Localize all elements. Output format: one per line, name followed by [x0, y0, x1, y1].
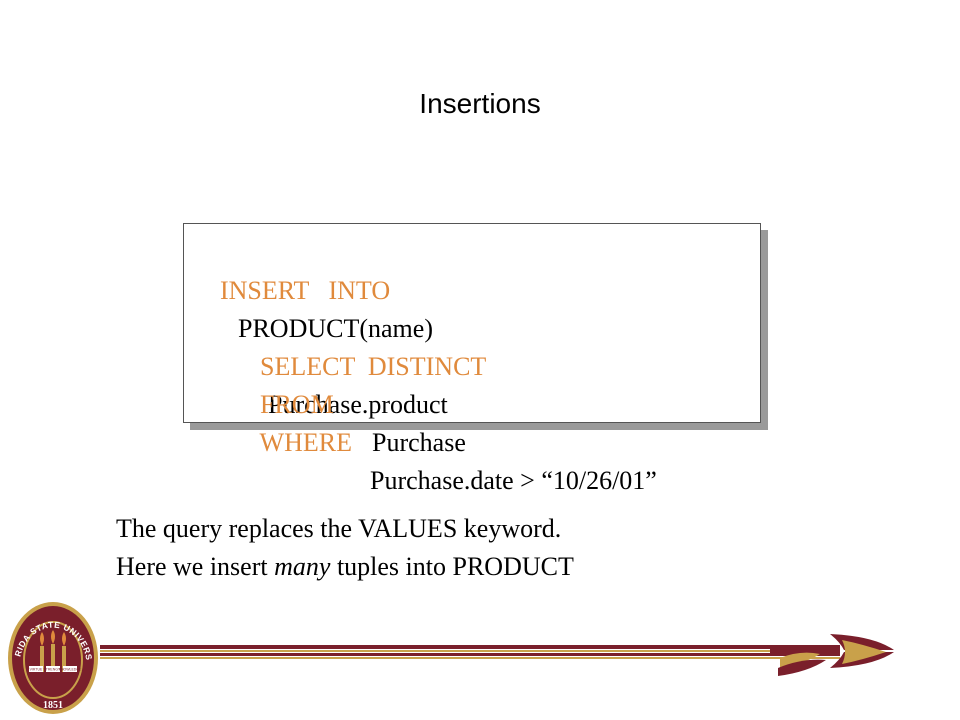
decorative-rule [100, 645, 840, 659]
query-line-insert: INSERT INTO PRODUCT(name) [194, 234, 433, 386]
explanation-line-2: Here we insert many tuples into PRODUCT [116, 548, 574, 586]
query-line-select: SELECT DISTINCT Purchase.product [234, 310, 486, 462]
explanation-line-2-start: Here we insert [116, 552, 275, 581]
slide-title: Insertions [419, 88, 541, 119]
spear-icon [770, 634, 894, 676]
keyword-from: FROM [260, 390, 334, 419]
query-line-from: FROM Purchase [234, 348, 466, 500]
seal-banner-strength: STRENGTH [43, 668, 63, 672]
university-seal-logo: FLORIDA STATE UNIVERSITY VIRTUE STRENGTH… [6, 596, 98, 714]
keyword-insert-into: INSERT INTO [220, 276, 391, 305]
query-from-table: Purchase [372, 428, 466, 457]
explanation-line-1: The query replaces the VALUES keyword. [116, 514, 562, 543]
seal-banner-knowledge: KNOWLEDGE [59, 668, 82, 672]
explanation-text: The query replaces the VALUES keyword. H… [116, 510, 574, 586]
explanation-line-2-end: tuples into PRODUCT [330, 552, 574, 581]
query-where-condition: Purchase.date > “10/26/01” [370, 466, 657, 495]
keyword-where: WHERE [259, 428, 352, 457]
seal-year: 1851 [43, 700, 63, 711]
query-line-where: WHERE Purchase.date > “10/26/01” [234, 386, 657, 538]
torch-icon-group [40, 630, 66, 672]
keyword-select-distinct: SELECT DISTINCT [260, 352, 487, 381]
query-select-column: Purchase.product [268, 390, 448, 419]
query-target: PRODUCT(name) [238, 314, 433, 343]
sql-query-box: INSERT INTO PRODUCT(name) SELECT DISTINC… [183, 223, 761, 495]
emphasis-many: many [274, 552, 331, 581]
seal-banner-virtue: VIRTUE [30, 668, 43, 672]
